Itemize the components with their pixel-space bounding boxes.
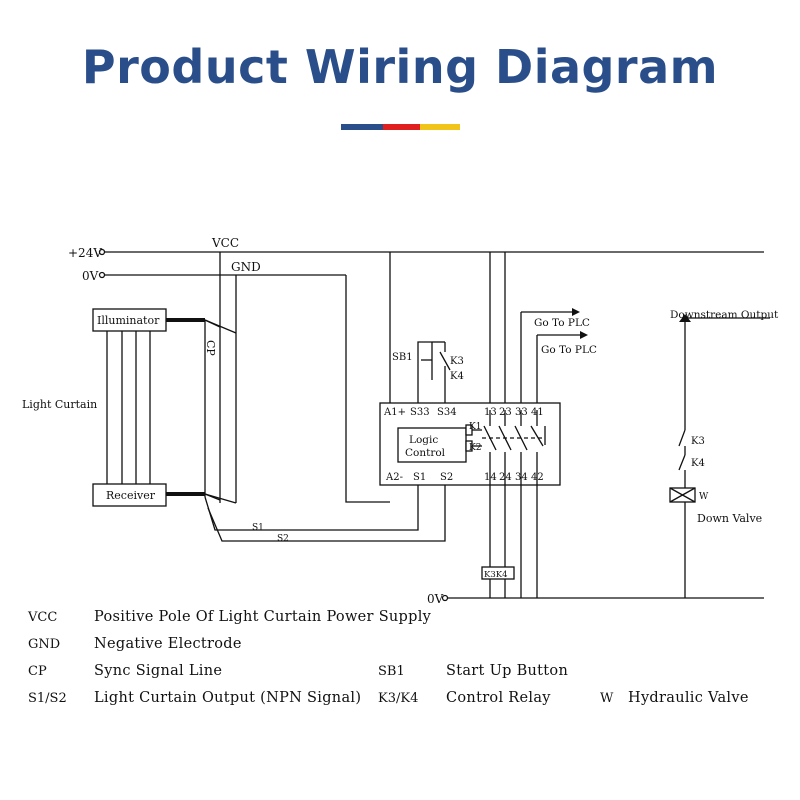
terminal-14: 14	[484, 472, 497, 483]
page-title: Product Wiring Diagram	[81, 40, 719, 94]
terminal-42: 42	[531, 472, 544, 483]
legend-desc-gnd: Negative Electrode	[94, 636, 242, 652]
legend-abbr-gnd: GND	[28, 637, 61, 652]
terminal-34: 34	[515, 472, 528, 483]
label-k1: K1	[469, 422, 481, 432]
label-cp: CP	[204, 340, 217, 356]
label-s1-line: S1	[252, 523, 264, 533]
label-go-to-plc-1: Go To PLC	[534, 317, 590, 329]
legend-desc-vcc: Positive Pole Of Light Curtain Power Sup…	[94, 609, 432, 625]
label-gnd: GND	[231, 260, 261, 274]
label-0v: 0V	[82, 269, 99, 283]
label-s2-line: S2	[277, 534, 289, 544]
label-plus24v: +24V	[68, 246, 102, 260]
legend-abbr-w: W	[600, 691, 614, 706]
label-sb1-k3: K3	[450, 356, 464, 367]
gnd-to-a2-wire	[345, 275, 390, 503]
terminal-a1: A1+	[383, 407, 406, 418]
label-valve-k3: K3	[691, 436, 705, 447]
legend-abbr-vcc: VCC	[28, 610, 58, 625]
legend-desc-cp: Sync Signal Line	[94, 663, 223, 679]
terminal-41: 41	[531, 407, 544, 418]
legend-abbr-cp: CP	[28, 664, 47, 679]
label-receiver: Receiver	[106, 489, 156, 502]
label-0v-bottom: 0V	[427, 592, 444, 606]
terminal-24: 24	[499, 472, 512, 483]
label-sb1-k4: K4	[450, 371, 464, 382]
label-k2: K2	[469, 443, 481, 453]
label-w: W	[699, 492, 709, 502]
terminal-s1: S1	[413, 472, 426, 483]
label-control: Control	[405, 447, 446, 459]
terminal-s34: S34	[437, 407, 457, 418]
label-k3k4-coil: K3K4	[484, 570, 508, 580]
label-logic: Logic	[409, 434, 438, 446]
terminal-s33: S33	[410, 407, 430, 418]
label-sb1: SB1	[392, 352, 413, 363]
legend-abbr-s1s2: S1/S2	[28, 691, 67, 706]
terminal-a2: A2-	[385, 472, 403, 483]
label-valve-k4: K4	[691, 458, 705, 469]
label-vcc: VCC	[211, 236, 239, 250]
label-down-valve: Down Valve	[697, 512, 762, 525]
label-illuminator: Illuminator	[97, 314, 160, 327]
legend-desc-s1s2: Light Curtain Output (NPN Signal)	[94, 690, 362, 706]
label-go-to-plc-2: Go To PLC	[541, 344, 597, 356]
accent-bar-blue	[341, 124, 383, 130]
k3k4-coil-box	[481, 566, 515, 580]
legend-abbr-sb1: SB1	[378, 664, 405, 679]
legend-desc-w: Hydraulic Valve	[628, 690, 749, 706]
rail-24v-terminal	[98, 248, 106, 256]
rail-0v-bottom-terminal	[441, 594, 449, 602]
terminal-23: 23	[499, 407, 512, 418]
accent-bar-red	[383, 124, 420, 130]
terminal-33: 33	[515, 407, 528, 418]
safety-relay-box	[379, 402, 561, 486]
diagram-labels: +24V 0V 0V VCC GND CP S1 S2 Illuminator …	[22, 236, 779, 606]
sb1-wire	[417, 341, 432, 403]
s2-wire	[207, 485, 446, 542]
wires	[92, 248, 770, 602]
terminal-s2: S2	[440, 472, 453, 483]
legend-desc-sb1: Start Up Button	[446, 663, 569, 679]
legend-abbr-k3k4: K3/K4	[378, 691, 419, 706]
accent-bar-yellow	[420, 124, 460, 130]
label-light-curtain: Light Curtain	[22, 398, 97, 411]
legend-desc-k3k4: Control Relay	[446, 690, 551, 706]
rail-0v-terminal	[98, 271, 106, 279]
label-downstream-output: Downstream Output	[670, 309, 779, 321]
terminal-13: 13	[484, 407, 497, 418]
